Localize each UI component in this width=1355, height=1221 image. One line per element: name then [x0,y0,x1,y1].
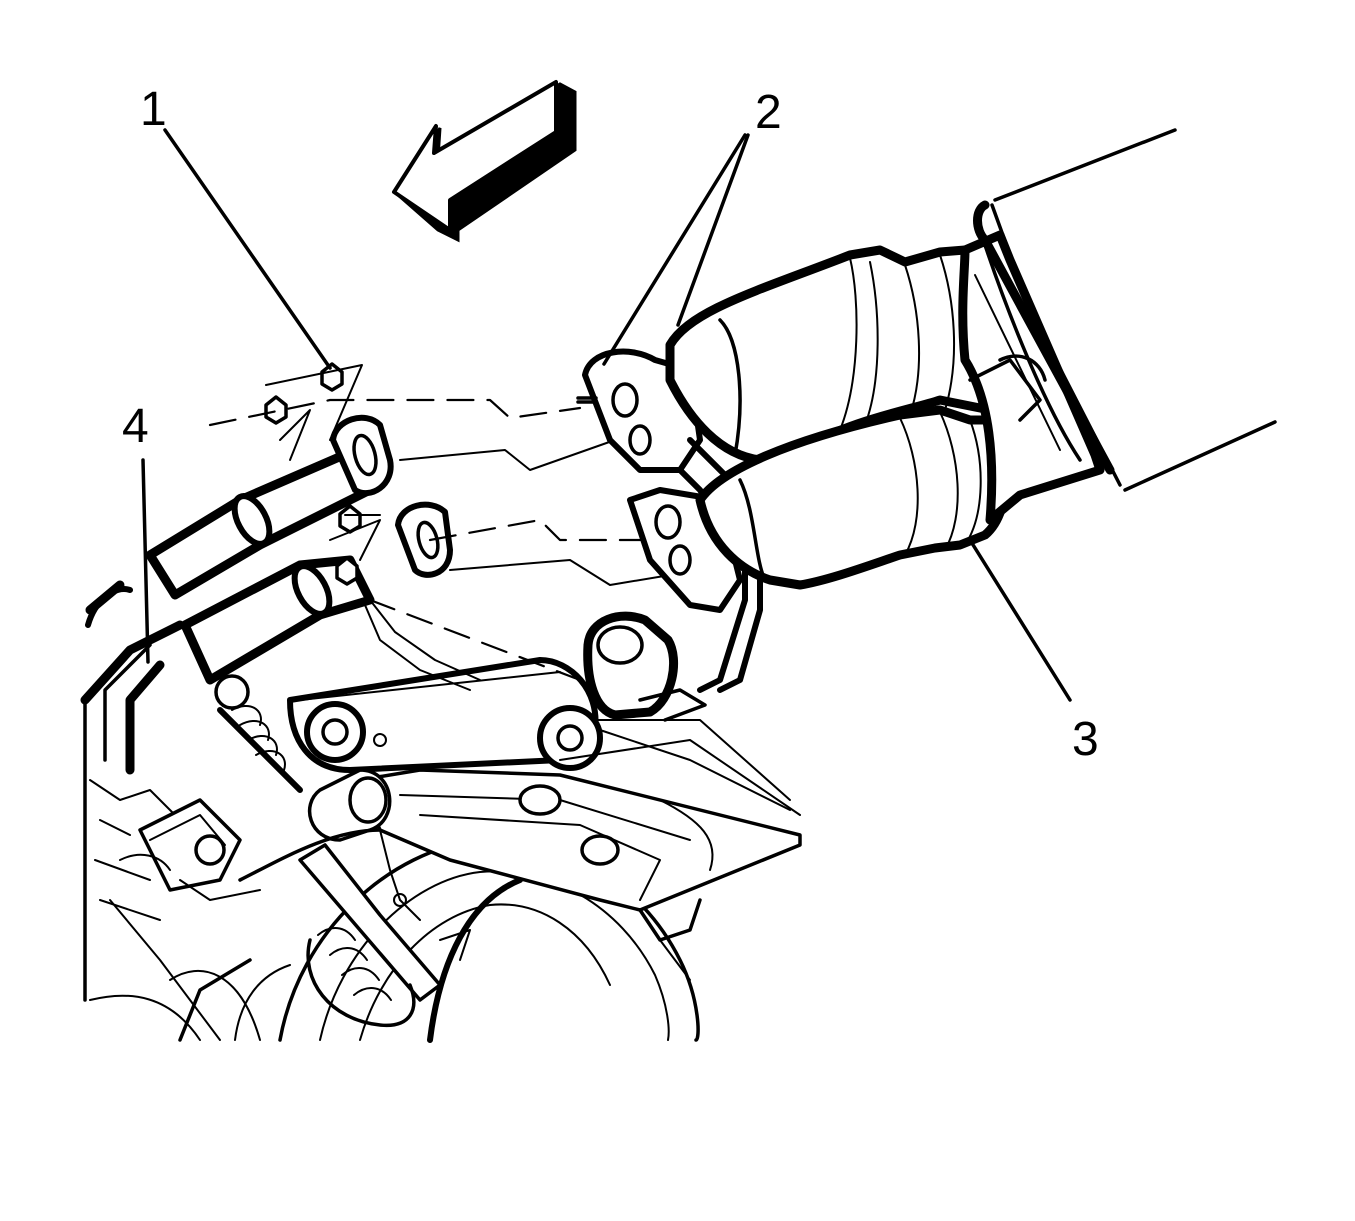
leader-lines [141,128,1072,702]
callout-3: 3 [1072,713,1099,766]
arrow-forward-direction-icon [392,80,577,243]
exhaust-pipe-assembly [80,362,701,775]
chassis-assembly [83,599,802,1043]
callout-2: 2 [755,86,782,139]
nut-icon [264,362,362,586]
callout-4: 4 [122,400,149,453]
callout-1: 1 [140,83,167,136]
catalytic-converter [576,128,1277,722]
